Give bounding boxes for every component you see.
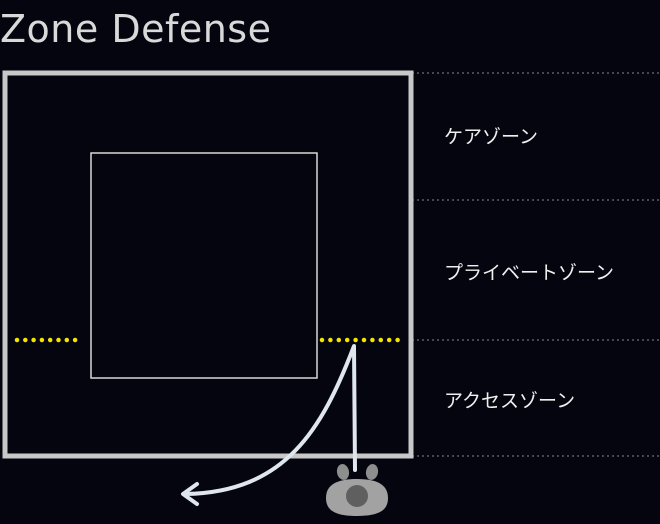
person-top-view-icon bbox=[326, 464, 388, 516]
outer-frame bbox=[2, 70, 414, 459]
diagram-title: Zone Defense bbox=[0, 7, 272, 51]
inner-frame bbox=[90, 152, 318, 379]
zone-label-private: プライベートゾーン bbox=[444, 262, 615, 284]
zone-label-care: ケアゾーン bbox=[444, 126, 539, 148]
curved-arrow-icon bbox=[181, 344, 357, 506]
zone-label-access: アクセスゾーン bbox=[444, 390, 576, 412]
